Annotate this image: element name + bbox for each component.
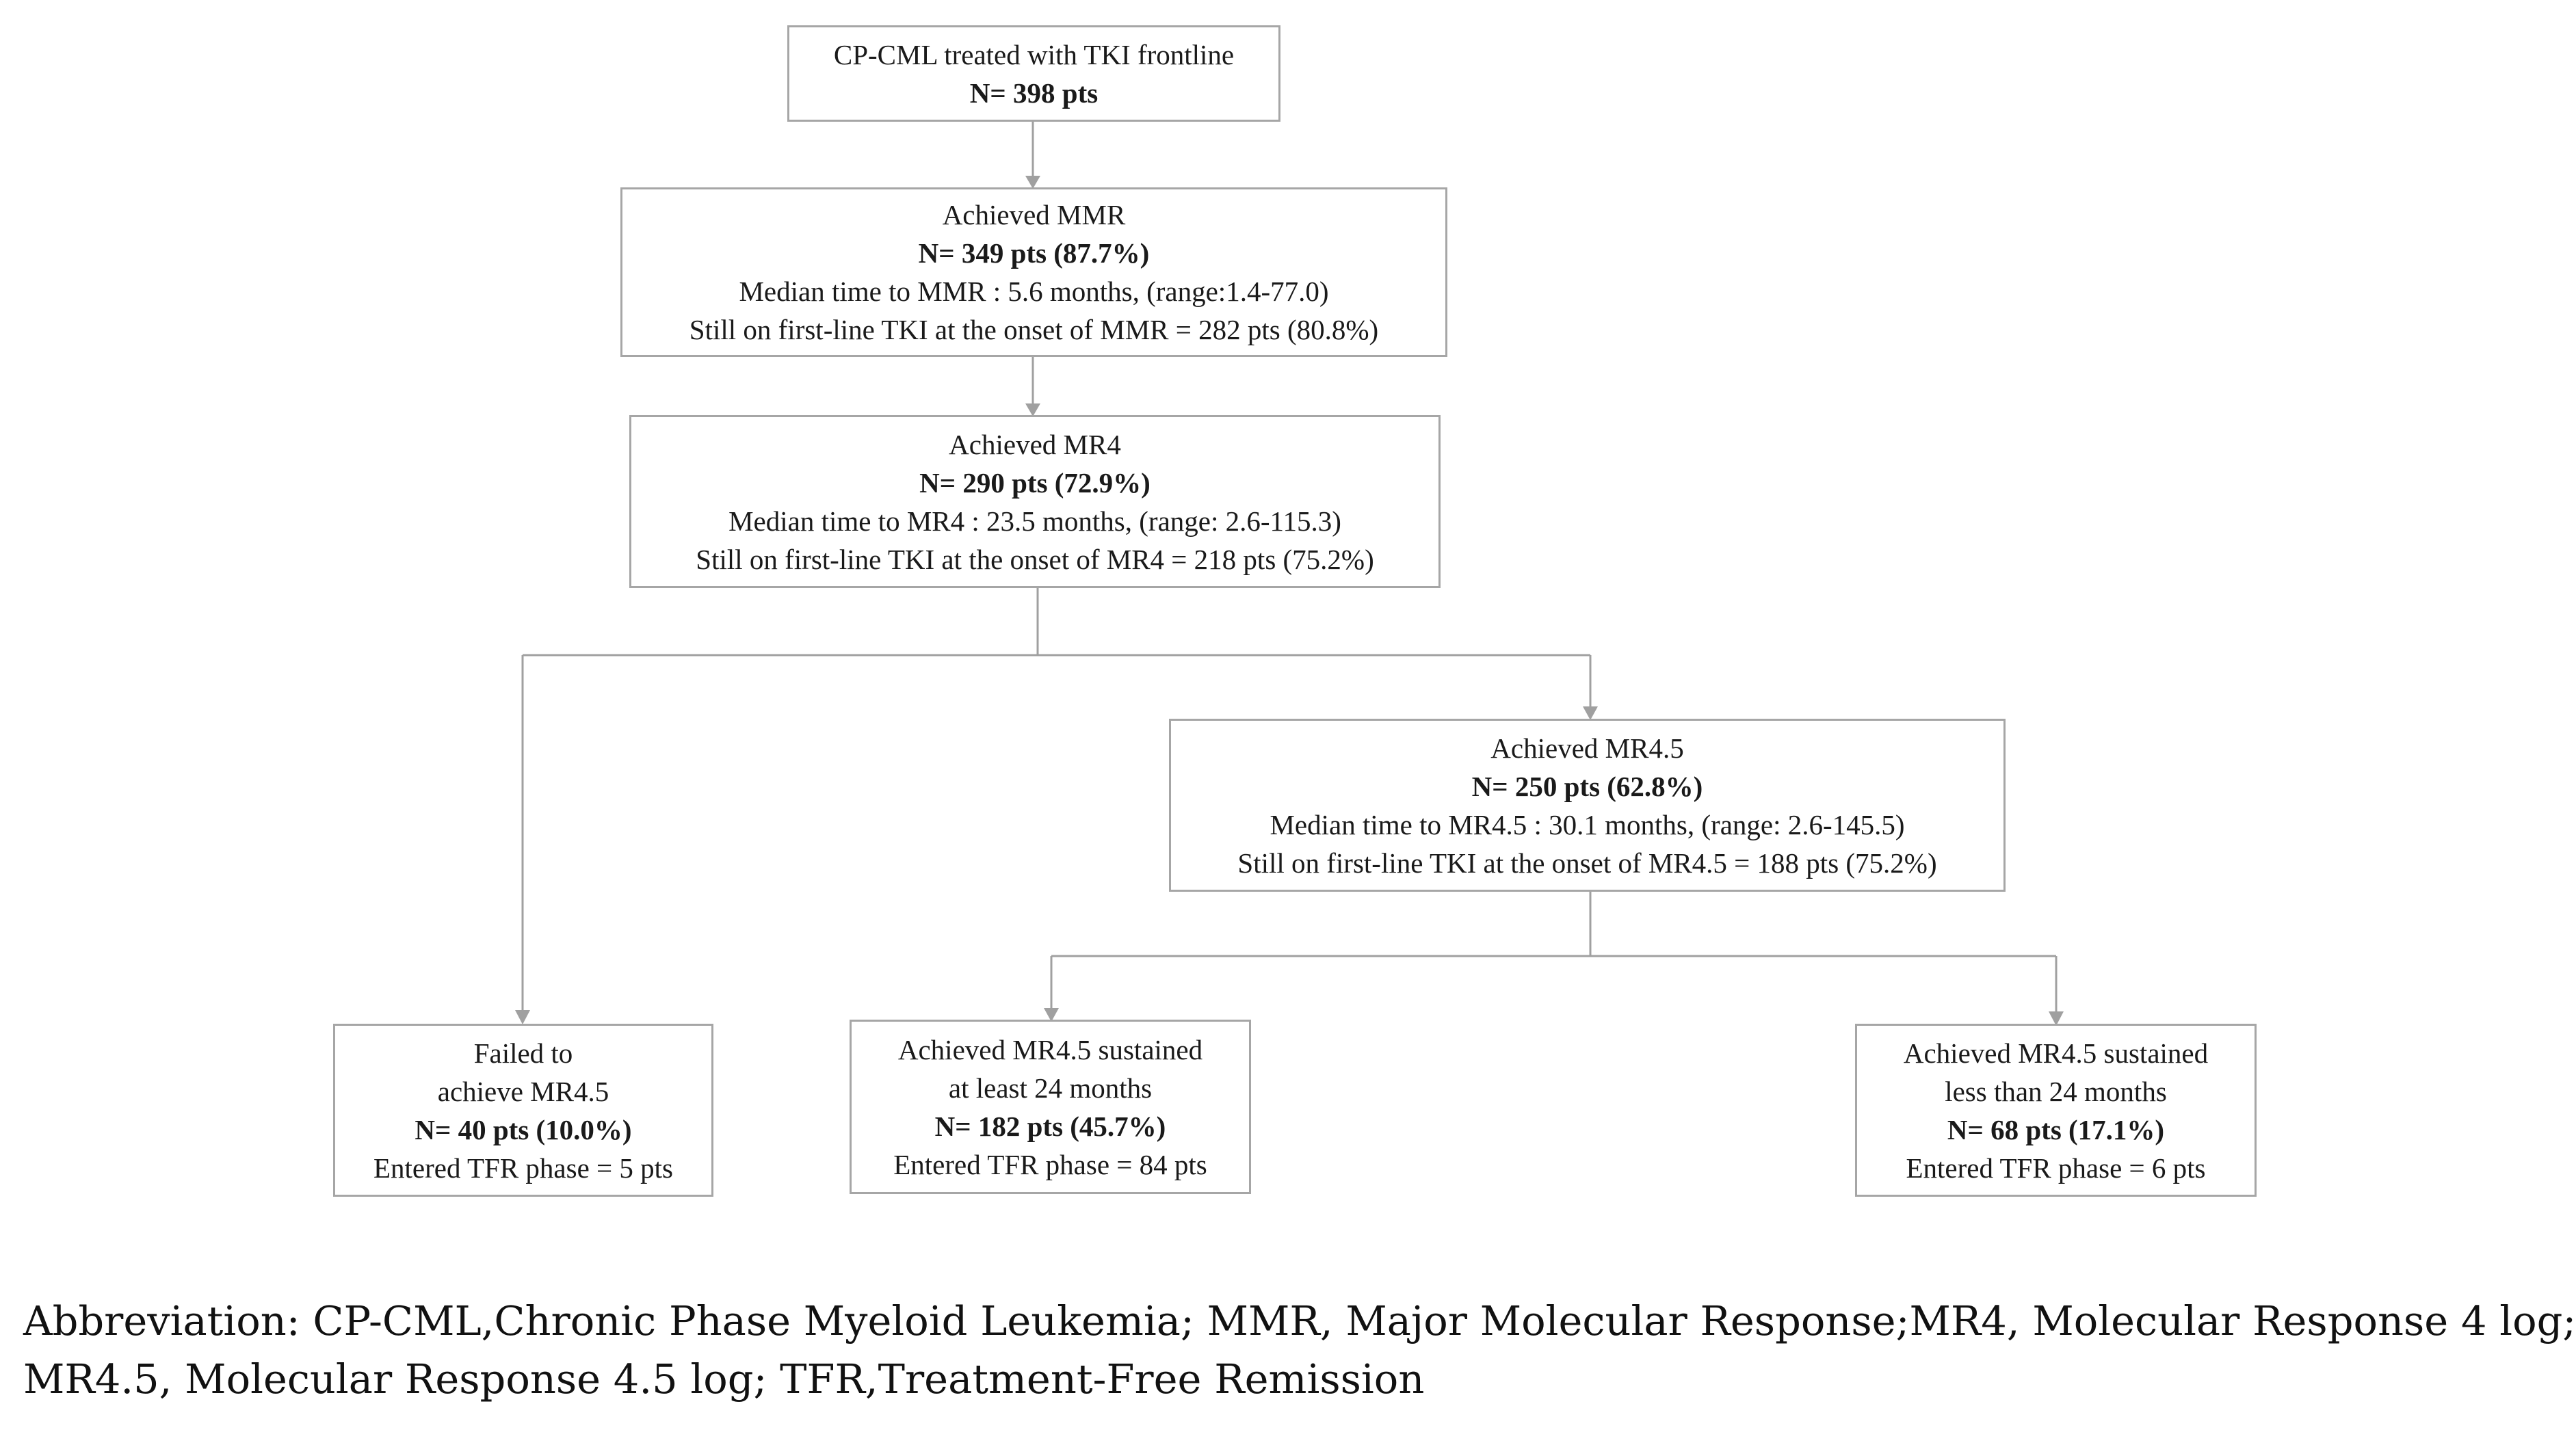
node-mr4-median: Median time to MR4 : 23.5 months, (range… (728, 505, 1341, 537)
arrowhead-mr4 (1025, 403, 1040, 416)
node-less-24: Achieved MR4.5 sustained less than 24 mo… (1855, 1024, 2257, 1197)
node-sustained-24: Achieved MR4.5 sustained at least 24 mon… (850, 1020, 1251, 1194)
node-sustained-24-tfr: Entered TFR phase = 84 pts (893, 1148, 1207, 1180)
arrowhead-less (2049, 1011, 2064, 1026)
node-failed: Failed to achieve MR4.5 N= 40 pts (10.0%… (333, 1024, 713, 1197)
node-failed-subtitle: achieve MR4.5 (437, 1075, 609, 1107)
node-less-24-title: Achieved MR4.5 sustained (1903, 1037, 2209, 1069)
node-failed-tfr: Entered TFR phase = 5 pts (373, 1152, 673, 1184)
node-mr45-median: Median time to MR4.5 : 30.1 months, (ran… (1270, 808, 1905, 840)
node-mmr: Achieved MMR N= 349 pts (87.7%) Median t… (620, 187, 1447, 357)
node-failed-count: N= 40 pts (10.0%) (415, 1113, 632, 1145)
node-mr4-first-line: Still on first-line TKI at the onset of … (696, 543, 1374, 575)
node-root: CP-CML treated with TKI frontline N= 398… (787, 25, 1280, 122)
node-mr4: Achieved MR4 N= 290 pts (72.9%) Median t… (629, 415, 1441, 588)
node-mr4-title: Achieved MR4 (949, 428, 1121, 460)
arrowhead-failed (515, 1010, 530, 1024)
node-mr45: Achieved MR4.5 N= 250 pts (62.8%) Median… (1169, 719, 2006, 892)
node-mr45-count: N= 250 pts (62.8%) (1471, 770, 1703, 802)
node-mr45-title: Achieved MR4.5 (1490, 732, 1684, 764)
node-mmr-title: Achieved MMR (942, 199, 1126, 230)
node-mmr-first-line: Still on first-line TKI at the onset of … (689, 314, 1379, 345)
node-root-title: CP-CML treated with TKI frontline (833, 38, 1235, 70)
abbreviation-caption-line-1: Abbreviation: CP-CML,Chronic Phase Myelo… (23, 1297, 2576, 1344)
arrowhead-mmr (1025, 176, 1040, 189)
node-root-count: N= 398 pts (969, 77, 1099, 109)
arrowhead-mr45 (1583, 706, 1598, 720)
node-sustained-24-count: N= 182 pts (45.7%) (934, 1110, 1166, 1142)
node-failed-title: Failed to (473, 1037, 573, 1069)
arrowhead-sustained (1044, 1008, 1059, 1022)
node-mmr-median: Median time to MMR : 5.6 months, (range:… (739, 276, 1329, 307)
node-sustained-24-subtitle: at least 24 months (948, 1072, 1153, 1104)
node-mr4-count: N= 290 pts (72.9%) (919, 466, 1151, 499)
node-mr45-first-line: Still on first-line TKI at the onset of … (1237, 847, 1937, 879)
node-less-24-tfr: Entered TFR phase = 6 pts (1906, 1152, 2206, 1184)
node-less-24-subtitle: less than 24 months (1945, 1075, 2167, 1107)
node-sustained-24-title: Achieved MR4.5 sustained (897, 1033, 1203, 1065)
node-mmr-count: N= 349 pts (87.7%) (918, 237, 1150, 269)
node-less-24-count: N= 68 pts (17.1%) (1947, 1113, 2165, 1145)
abbreviation-caption-line-2: MR4.5, Molecular Response 4.5 log; TFR,T… (23, 1355, 1425, 1403)
